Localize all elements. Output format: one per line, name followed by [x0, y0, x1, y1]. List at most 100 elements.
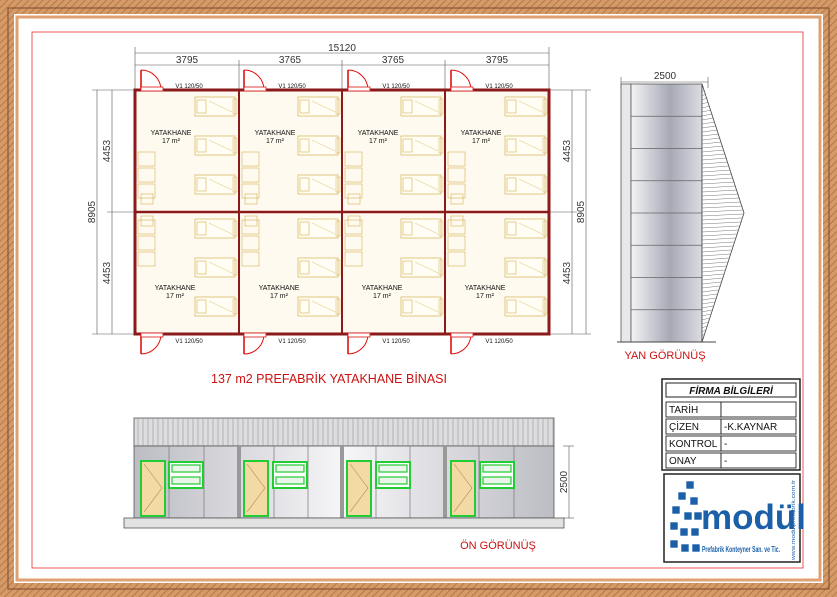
- door-label: V1 120/50: [485, 339, 513, 345]
- bed: [297, 257, 341, 278]
- front-view-title: ÖN GÖRÜNÜŞ: [460, 540, 536, 552]
- logo-website: www.modulprefabrik.com.tr: [791, 480, 797, 561]
- front-window: [375, 461, 411, 489]
- wardrobe: [344, 219, 363, 235]
- wardrobe: [447, 219, 466, 235]
- front-door: [346, 460, 372, 517]
- bed: [194, 135, 238, 156]
- room-area: 17 m²: [162, 138, 181, 145]
- side-panel-lines: [631, 115, 702, 311]
- side-table: [244, 215, 258, 227]
- logo-cube-mark: [669, 480, 703, 553]
- plan-title: 137 m2 PREFABRİK YATAKHANE BİNASI: [211, 372, 447, 386]
- title-block-row: TARİH: [665, 401, 797, 418]
- front-window: [479, 461, 515, 489]
- company-logo: modül Prefabrik Konteyner San. ve Tic. w…: [663, 473, 806, 563]
- bed: [400, 135, 444, 156]
- room-area: 17 m²: [270, 293, 289, 300]
- wardrobe: [344, 251, 363, 267]
- front-openings: [140, 460, 515, 517]
- room-name: YATAKHANE: [465, 285, 506, 292]
- front-window: [168, 461, 204, 489]
- bed: [400, 257, 444, 278]
- side-table: [450, 193, 464, 205]
- dim-overall-width: 15120: [328, 43, 356, 54]
- side-table: [347, 215, 361, 227]
- bed: [504, 218, 548, 239]
- wardrobe: [241, 183, 260, 199]
- room-name: YATAKHANE: [259, 285, 300, 292]
- dim-module-4: 3795: [486, 55, 509, 66]
- title-block-label: TARİH: [669, 403, 698, 416]
- front-foundation: [123, 517, 565, 529]
- wardrobe: [137, 251, 156, 267]
- room-name: YATAKHANE: [461, 130, 502, 137]
- dim-module-1: 3795: [176, 55, 199, 66]
- bed: [297, 96, 341, 117]
- bed: [400, 296, 444, 317]
- title-block: FİRMA BİLGİLERİ TARİHÇİZEN-K.KAYNARKONTR…: [661, 378, 801, 471]
- bed: [297, 296, 341, 317]
- door-top: V1 120/50: [347, 69, 410, 92]
- room-name: YATAKHANE: [155, 285, 196, 292]
- side-end-panel: [620, 83, 632, 343]
- front-door: [140, 460, 166, 517]
- wardrobe: [137, 151, 156, 167]
- wardrobe: [137, 219, 156, 235]
- bed: [504, 135, 548, 156]
- plan-dimensions-left: [92, 89, 135, 335]
- bed: [504, 296, 548, 317]
- door-bottom: V1 120/50: [347, 332, 410, 355]
- dim-half-left-top: 4453: [102, 139, 113, 162]
- title-block-value: -: [724, 456, 727, 467]
- title-block-label: ÇİZEN: [669, 420, 699, 433]
- bed: [194, 296, 238, 317]
- wardrobe: [241, 167, 260, 183]
- bed: [504, 174, 548, 195]
- room-area: 17 m²: [472, 138, 491, 145]
- door-top: V1 120/50: [450, 69, 513, 92]
- side-table: [244, 193, 258, 205]
- wardrobe: [137, 167, 156, 183]
- wardrobe: [241, 235, 260, 251]
- side-table: [140, 215, 154, 227]
- bed: [400, 174, 444, 195]
- bed: [504, 257, 548, 278]
- door-group: V1 120/50 V1 120/50 V1 120/50 V1 120/50 V1 1…: [140, 69, 513, 355]
- wardrobe: [241, 251, 260, 267]
- bed: [400, 96, 444, 117]
- room-area: 17 m²: [476, 293, 495, 300]
- dim-height-left: 8905: [87, 200, 98, 223]
- wardrobe: [137, 235, 156, 251]
- plan-dimensions-right: [549, 89, 591, 335]
- room-name: YATAKHANE: [362, 285, 403, 292]
- bed: [194, 174, 238, 195]
- bed: [194, 218, 238, 239]
- bed: [297, 174, 341, 195]
- bed: [297, 218, 341, 239]
- dim-half-left-bottom: 4453: [102, 261, 113, 284]
- front-roof-ribs: [137, 418, 554, 446]
- side-table: [140, 193, 154, 205]
- door-label: V1 120/50: [278, 84, 306, 90]
- front-roof: [133, 417, 555, 447]
- side-table: [347, 193, 361, 205]
- dim-module-3: 3765: [382, 55, 405, 66]
- wardrobe: [447, 183, 466, 199]
- room-name: YATAKHANE: [358, 130, 399, 137]
- bed: [504, 96, 548, 117]
- door-top: V1 120/50: [140, 69, 203, 92]
- side-width-dim: 2500: [654, 71, 677, 82]
- title-block-row: ONAY-: [665, 452, 797, 469]
- logo-tagline: Prefabrik Konteyner San. ve Tic.: [702, 545, 780, 554]
- bed: [400, 218, 444, 239]
